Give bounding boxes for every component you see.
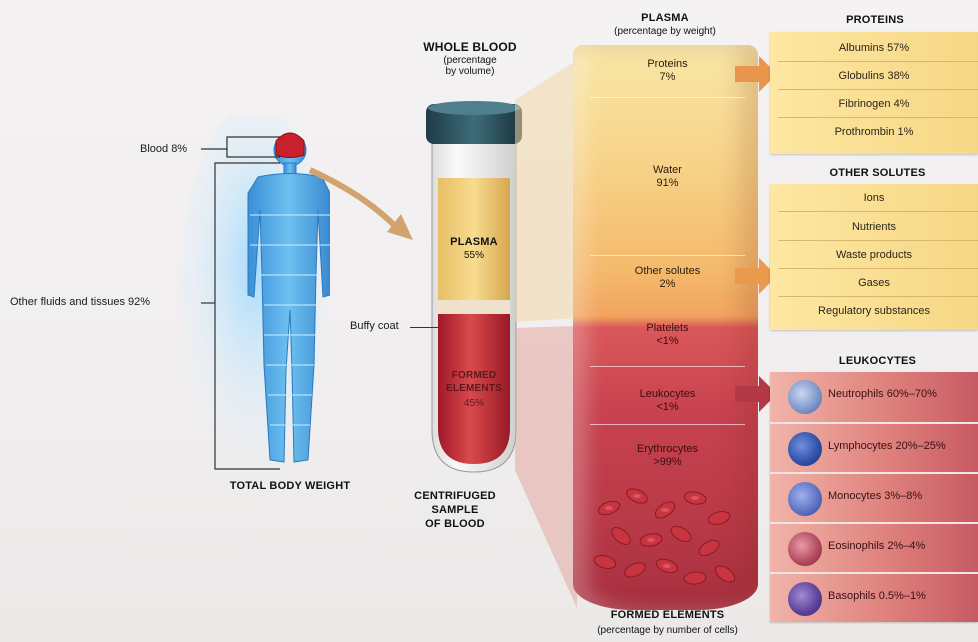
plasma-other-label: Other solutes — [590, 265, 745, 277]
plasma-col-subtitle: (percentage by weight) — [560, 26, 770, 37]
eosinophil-icon — [788, 532, 822, 566]
monocyte-icon — [788, 482, 822, 516]
plasma-proteins-value: 7% — [590, 71, 745, 83]
lymphocyte-icon — [788, 432, 822, 466]
whole-blood-subtitle-2: by volume) — [410, 66, 530, 77]
caption-centrifuged: CENTRIFUGED — [400, 490, 510, 502]
platelets-label: Platelets — [590, 322, 745, 334]
tube-formed-label-1: FORMED — [438, 370, 510, 381]
whole-blood-subtitle-1: (percentage — [410, 55, 530, 66]
erythrocytes-label: Erythrocytes — [590, 443, 745, 455]
whole-blood-title: WHOLE BLOOD — [410, 40, 530, 54]
erythrocytes-value: >99% — [590, 456, 745, 468]
divider — [590, 255, 745, 256]
protein-item: Albumins 57% — [770, 42, 978, 54]
solute-item: Ions — [770, 192, 978, 204]
plasma-col-title: PLASMA — [590, 12, 740, 24]
leukocyte-label: Monocytes 3%–8% — [828, 490, 922, 502]
proteins-box: Albumins 57% Globulins 38% Fibrinogen 4%… — [770, 32, 978, 154]
plasma-proteins-label: Proteins — [590, 58, 745, 70]
platelets-value: <1% — [590, 335, 745, 347]
leukocytes-box: Neutrophils 60%–70% Lymphocytes 20%–25% … — [770, 372, 978, 622]
leukocyte-row: Eosinophils 2%–4% — [770, 522, 978, 572]
head-to-tube-arrow — [305, 160, 425, 250]
plasma-water-value: 91% — [590, 177, 745, 189]
caption-of-blood: OF BLOOD — [400, 518, 510, 530]
divider — [590, 366, 745, 367]
tube-plasma-label: PLASMA — [438, 236, 510, 248]
leukocyte-row: Monocytes 3%–8% — [770, 472, 978, 522]
caption-sample: SAMPLE — [400, 504, 510, 516]
protein-item: Fibrinogen 4% — [770, 98, 978, 110]
buffy-coat-label: Buffy coat — [350, 320, 399, 332]
leukocyte-label: Eosinophils 2%–4% — [828, 540, 925, 552]
leukocyte-row: Basophils 0.5%–1% — [770, 572, 978, 622]
solute-item: Regulatory substances — [770, 305, 978, 317]
buffy-coat-pointer — [410, 327, 438, 328]
other-solutes-title: OTHER SOLUTES — [790, 167, 965, 179]
proteins-title: PROTEINS — [790, 14, 960, 26]
solute-item: Gases — [770, 277, 978, 289]
tube-formed-value: 45% — [438, 398, 510, 409]
leukocyte-label: Lymphocytes 20%–25% — [828, 440, 946, 452]
total-body-weight-label: TOTAL BODY WEIGHT — [205, 480, 375, 492]
other-fluids-label: Other fluids and tissues 92% — [10, 296, 150, 308]
tube-plasma-value: 55% — [438, 250, 510, 261]
basophil-icon — [788, 582, 822, 616]
leukocyte-row: Neutrophils 60%–70% — [770, 372, 978, 420]
leukocytes-label: Leukocytes — [590, 388, 745, 400]
erythrocytes-illustration — [585, 478, 745, 598]
neutrophil-icon — [788, 380, 822, 414]
divider — [590, 97, 745, 98]
solute-item: Waste products — [770, 249, 978, 261]
plasma-water-label: Water — [590, 164, 745, 176]
body-brackets — [195, 135, 280, 475]
leukocytes-value: <1% — [590, 401, 745, 413]
plasma-other-value: 2% — [590, 278, 745, 290]
other-solutes-box: Ions Nutrients Waste products Gases Regu… — [770, 184, 978, 330]
protein-item: Prothrombin 1% — [770, 126, 978, 138]
formed-elements-footer-subtitle: (percentage by number of cells) — [545, 625, 790, 636]
leukocyte-row: Lymphocytes 20%–25% — [770, 422, 978, 472]
divider — [590, 424, 745, 425]
solute-item: Nutrients — [770, 221, 978, 233]
tube-formed-label-2: ELEMENTS — [438, 383, 510, 394]
protein-item: Globulins 38% — [770, 70, 978, 82]
leukocytes-title: LEUKOCYTES — [790, 355, 965, 367]
test-tube — [420, 100, 530, 480]
leukocyte-label: Basophils 0.5%–1% — [828, 590, 926, 602]
blood-label: Blood 8% — [140, 143, 187, 155]
leukocyte-label: Neutrophils 60%–70% — [828, 388, 937, 400]
formed-elements-footer-title: FORMED ELEMENTS — [575, 609, 760, 621]
